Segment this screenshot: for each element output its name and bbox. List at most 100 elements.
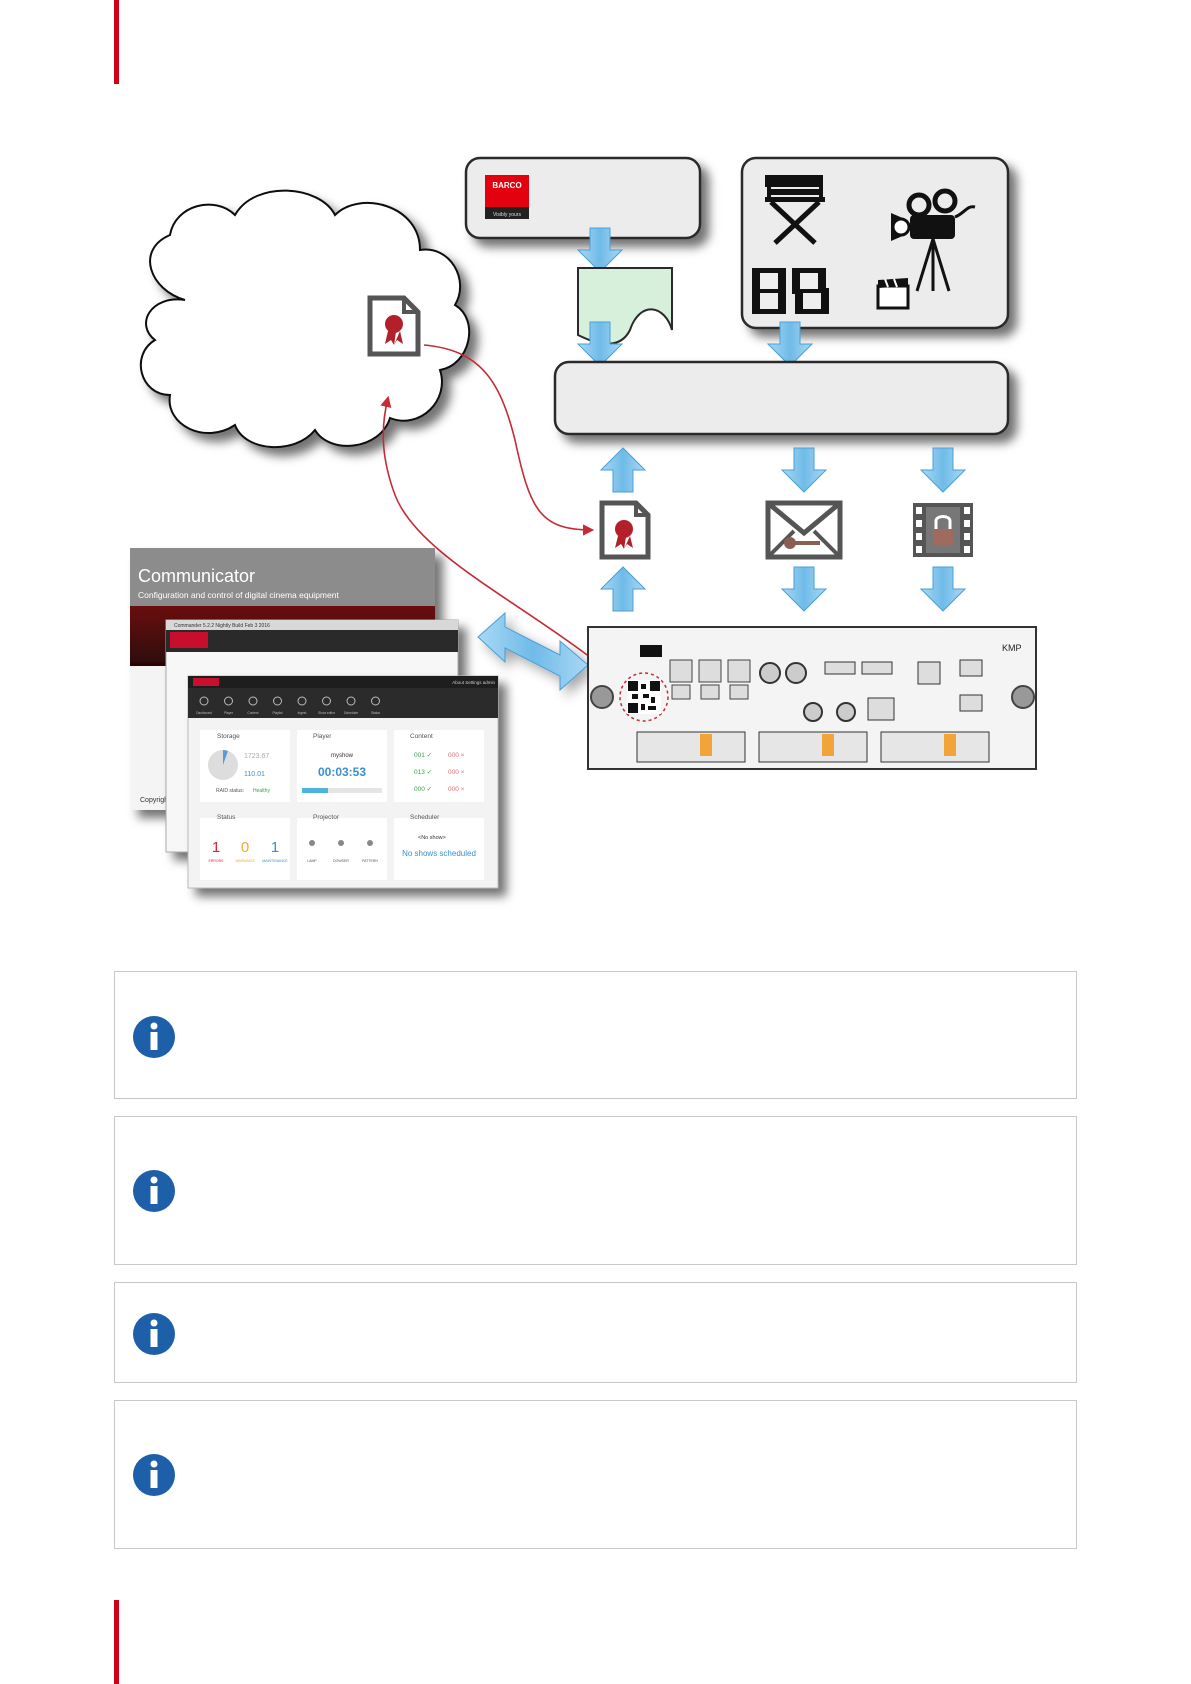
security-workflow-diagram: BARCO Visibly yours (130, 156, 1037, 889)
server-box (553, 360, 1010, 436)
bottom-accent-bar (114, 1600, 119, 1684)
tab-icon[interactable] (273, 696, 282, 706)
content-ok-count: 000 ✓ (414, 786, 432, 793)
status-warnings-label: WARNINGS (235, 859, 255, 863)
arrow-down-server-to-content (920, 447, 966, 493)
tab-label[interactable]: Show editor (318, 711, 336, 715)
scheduler-no-show: <No show> (418, 835, 446, 841)
player-progress (302, 788, 328, 793)
info-note-3 (114, 1282, 1077, 1383)
tab-icon[interactable] (248, 696, 258, 706)
red-curve-device-to-cloud (380, 395, 629, 689)
content-panel-label: Content (410, 733, 433, 740)
tab-label[interactable]: Player (224, 711, 234, 715)
communicator-screenshots: Communicator Configuration and control o… (130, 548, 499, 889)
communicator-title: Communicator (138, 566, 255, 586)
status-maintenance-label: MAINTENANCE (262, 859, 288, 863)
projector-item-icon (309, 840, 315, 846)
window-title: Commander 5.2.2 Nightly Build Feb 3 2016 (174, 623, 270, 629)
player-panel-label: Player (313, 733, 332, 740)
player-panel: Player myshow 00:03:53 (297, 730, 387, 802)
arrow-up-certificate-to-server (600, 447, 646, 493)
clapperboard-icon (876, 278, 910, 310)
tab-label[interactable]: Content (247, 711, 258, 715)
info-note-1 (114, 971, 1077, 1099)
encrypted-content-icon (913, 503, 973, 557)
director-chair-icon (765, 175, 825, 245)
top-accent-bar (114, 0, 119, 84)
tab-icon[interactable] (297, 696, 307, 706)
player-show-name: myshow (331, 753, 354, 759)
barco-tagline: Visibly yours (493, 212, 521, 218)
tab-icon[interactable] (346, 696, 356, 706)
content-provider-box (740, 156, 1010, 330)
dashboard-tabs: Dashboard Player Content Playlist Ingest Show… (196, 696, 380, 715)
kdm-envelope-key-icon (765, 500, 843, 560)
scheduler-panel-label: Scheduler (410, 814, 440, 821)
info-icon (133, 1454, 175, 1496)
info-icon (133, 1170, 175, 1212)
film-reels-icon (752, 268, 829, 314)
tab-icon[interactable] (199, 696, 209, 706)
info-icon (133, 1313, 175, 1355)
movie-camera-icon (891, 188, 976, 292)
barco-certificate-authority-box: BARCO Visibly yours (464, 156, 702, 240)
storage-used: 1723.67 (244, 753, 269, 760)
qr-code-icon (627, 680, 661, 714)
status-panel-label: Status (217, 814, 236, 821)
scheduler-panel: Scheduler <No show> No shows scheduled (394, 814, 484, 880)
storage-panel: Storage 1723.67 110.01 RAID status: Heal… (200, 730, 290, 802)
info-icon (133, 1016, 175, 1058)
copyright-text: Copyrigh (140, 797, 168, 804)
content-error-count: 000 × (448, 786, 465, 793)
red-curve-cloud-to-device-certificate (423, 344, 595, 536)
status-panel: Status 1 0 1 ERRORS WARNINGS MAINTENANCE (200, 814, 290, 880)
communicator-subtitle: Configuration and control of digital cin… (138, 590, 339, 600)
raid-value: Healthy (253, 788, 270, 794)
raid-label: RAID status: (216, 788, 244, 794)
projector-item-label: LAMP (307, 859, 317, 863)
content-ok-count: 013 ✓ (414, 769, 432, 776)
content-panel: Content 001 ✓ 000 × 013 ✓ 000 × 000 ✓ 000 × (394, 730, 484, 802)
media-block-hardware: KMP (587, 626, 1037, 770)
storage-free: 110.01 (244, 771, 265, 778)
cloud-shape (139, 189, 471, 449)
dashboard-barco-logo (193, 678, 219, 686)
content-error-count: 000 × (448, 752, 465, 759)
projector-item-icon (367, 840, 373, 846)
kmp-label: KMP (1002, 643, 1022, 653)
arrow-down-content-to-device (920, 566, 966, 612)
info-note-2 (114, 1116, 1077, 1265)
storage-panel-label: Storage (217, 733, 240, 740)
content-ok-count: 001 ✓ (414, 752, 432, 759)
tab-label[interactable]: Dashboard (196, 711, 212, 715)
dashboard-top-links: About Settings admin (452, 680, 495, 685)
status-errors-label: ERRORS (209, 859, 225, 863)
tab-label[interactable]: Status (371, 711, 380, 715)
status-errors: 1 (212, 839, 220, 856)
tab-label[interactable]: Scheduler (344, 711, 359, 715)
player-time: 00:03:53 (318, 765, 366, 779)
content-error-count: 000 × (448, 769, 465, 776)
tab-label[interactable]: Ingest (298, 711, 307, 715)
projector-panel-label: Projector (313, 814, 340, 821)
certificate-icon (367, 295, 421, 357)
projector-item-label: DOWSER (333, 859, 349, 863)
projector-item-label: PATTERN (362, 859, 378, 863)
info-note-4 (114, 1400, 1077, 1549)
qr-code-highlight (619, 672, 669, 722)
arrow-up-device-to-certificate (600, 566, 646, 612)
tab-icon[interactable] (224, 696, 233, 706)
scheduler-message: No shows scheduled (402, 849, 476, 858)
projector-panel: Projector LAMP DOWSER PATTERN (297, 814, 387, 880)
certificate-icon-device (599, 500, 651, 560)
tab-label[interactable]: Playlist (272, 711, 282, 715)
arrow-down-key-to-device (781, 566, 827, 612)
arrow-down-server-to-key (781, 447, 827, 493)
barco-logo-text: BARCO (492, 181, 521, 190)
status-maintenance: 1 (271, 839, 279, 856)
tab-icon[interactable] (322, 696, 331, 706)
tab-icon[interactable] (371, 696, 380, 706)
projector-item-icon (338, 840, 344, 846)
status-warnings: 0 (241, 839, 249, 856)
